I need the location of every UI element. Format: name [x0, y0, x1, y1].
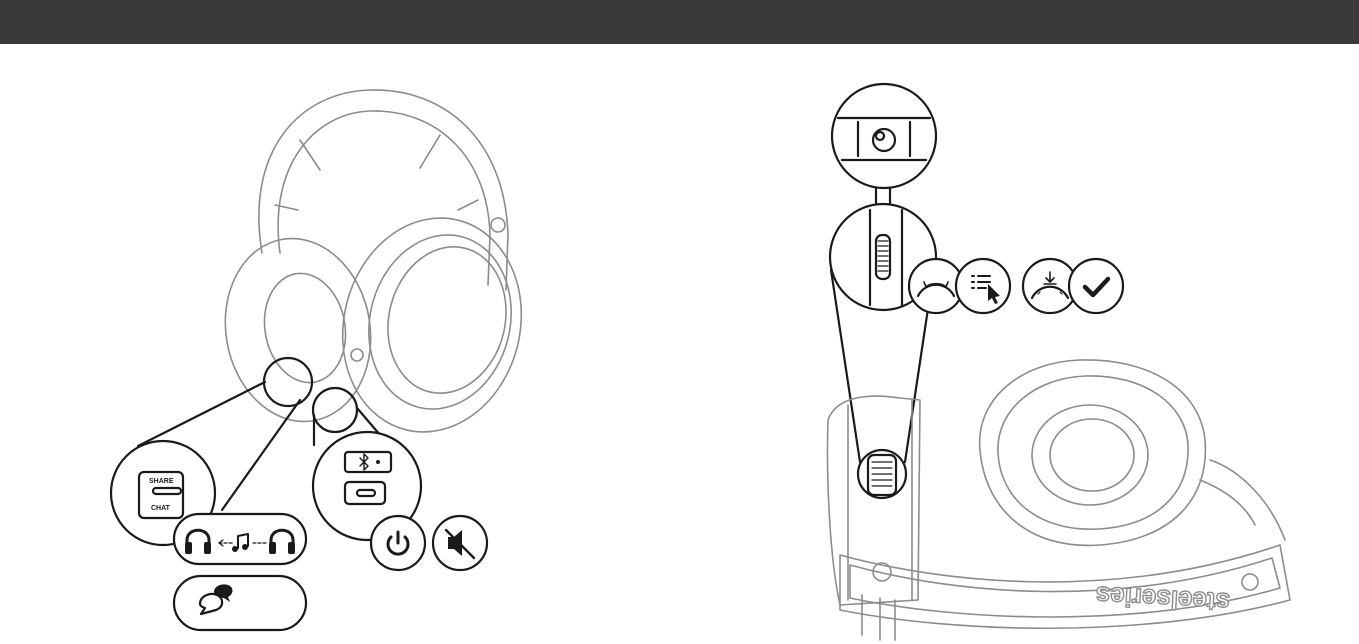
checkmark-icon	[1069, 259, 1123, 313]
power-icon	[371, 516, 425, 570]
brand-logo-text: steelseries	[1095, 581, 1231, 618]
right-headset-illustration: steelseries	[828, 360, 1291, 640]
left-headset-illustration	[211, 90, 543, 451]
chat-badge	[174, 576, 306, 630]
jack-knob-detail	[832, 84, 936, 188]
header-bar	[0, 0, 1359, 44]
share-music-badge	[174, 514, 306, 564]
headset-controls-diagram: SHARE CHAT	[0, 44, 1359, 644]
mute-icon	[433, 516, 487, 570]
chat-label: CHAT	[151, 505, 171, 512]
share-label: SHARE	[149, 478, 174, 485]
menu-select-icon	[956, 259, 1010, 313]
